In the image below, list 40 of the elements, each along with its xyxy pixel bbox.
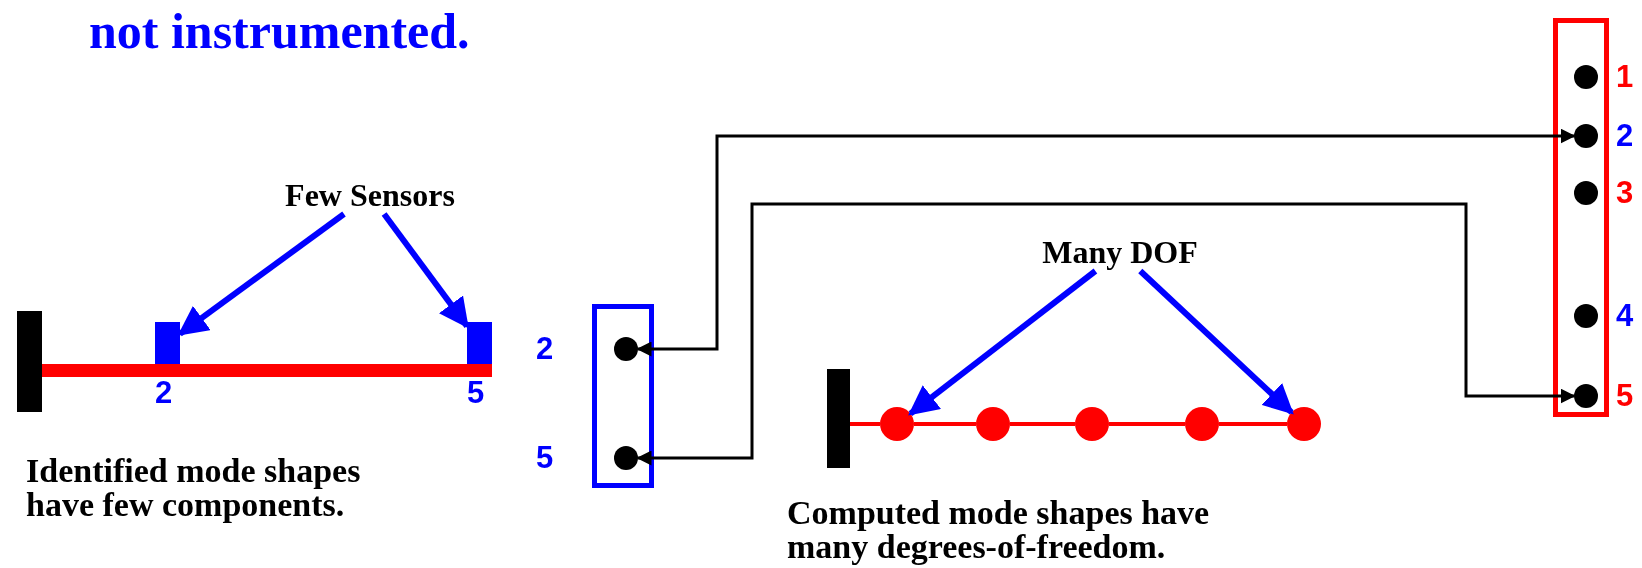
title: not instrumented. — [89, 4, 470, 58]
connecting-line — [1219, 422, 1287, 426]
number-label: 3 — [1616, 176, 1634, 210]
caption-text: Computed mode shapes have many degrees-of-freedom. — [787, 496, 1211, 564]
connecting-line — [914, 422, 976, 426]
leader-arrow — [381, 212, 470, 329]
dof-dot — [880, 407, 914, 441]
connector-arrow — [636, 202, 1576, 466]
dof-set-frame — [1553, 18, 1609, 417]
number-label: 2 — [155, 376, 173, 410]
number-label: 5 — [1616, 379, 1634, 413]
number-label: 2 — [1616, 119, 1634, 153]
dof-dot — [1574, 124, 1598, 148]
sensor-block — [467, 322, 492, 364]
callout-text: Many DOF — [1005, 233, 1235, 271]
connecting-line — [1010, 422, 1075, 426]
dof-dot — [1574, 181, 1598, 205]
sensor-dot — [614, 446, 638, 470]
connecting-line — [1109, 422, 1185, 426]
dof-dot — [1574, 304, 1598, 328]
dof-dot — [1574, 384, 1598, 408]
dof-dot — [1075, 407, 1109, 441]
number-label: 5 — [536, 441, 554, 475]
sensor-set-frame — [592, 304, 654, 488]
dof-dot — [1185, 407, 1219, 441]
number-label: 2 — [536, 332, 554, 366]
leader-arrow — [177, 211, 346, 337]
sensor-block — [155, 322, 180, 364]
leader-arrow — [908, 268, 1098, 416]
sensor-dot — [614, 337, 638, 361]
number-label: 1 — [1616, 60, 1634, 94]
number-label: 4 — [1616, 299, 1634, 333]
caption-text: Identified mode shapes have few components. — [26, 454, 362, 522]
dof-dot — [1287, 407, 1321, 441]
leader-arrow — [1138, 268, 1294, 415]
connector-arrow — [636, 128, 1576, 357]
dof-dot — [1574, 65, 1598, 89]
dof-dot — [976, 407, 1010, 441]
number-label: 5 — [467, 376, 485, 410]
callout-text: Few Sensors — [250, 176, 490, 214]
